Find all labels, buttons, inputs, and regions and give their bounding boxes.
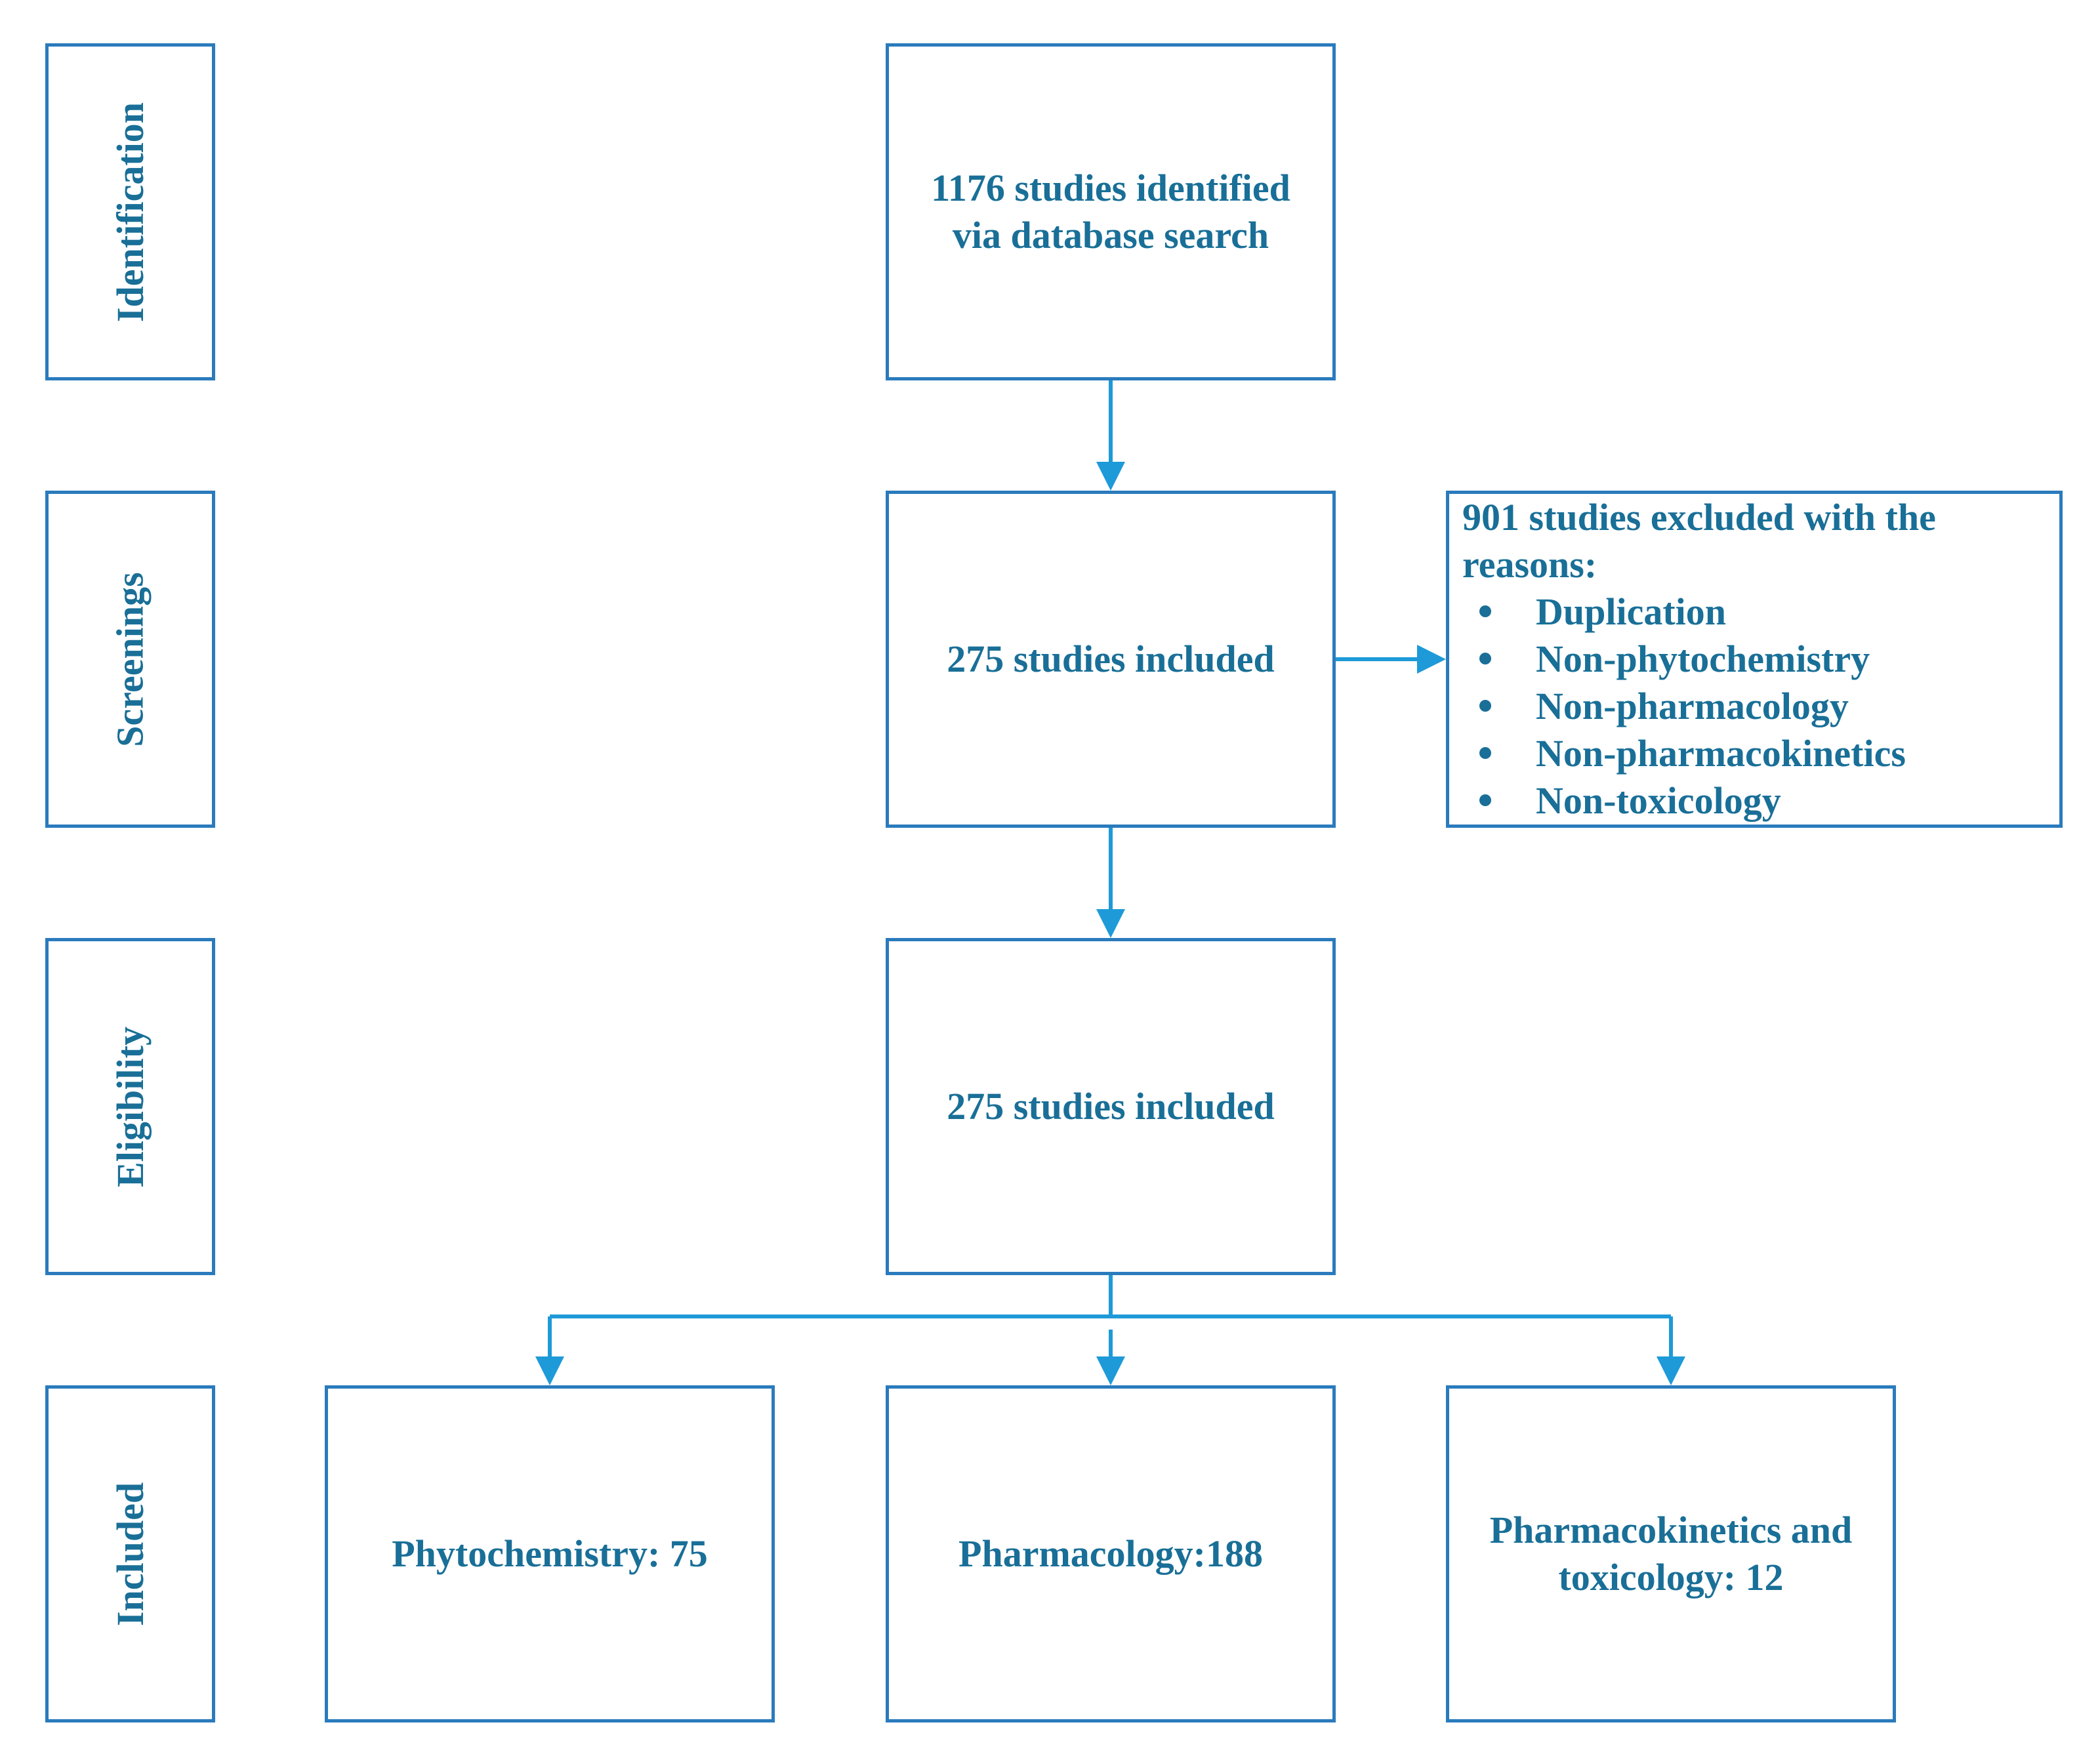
exclusion-reasons-list: Duplication Non-phytochemistry Non-pharm…	[1462, 588, 2046, 825]
screening-box: 275 studies included	[886, 491, 1336, 828]
exclusion-reason-text: Non-toxicology	[1536, 779, 1781, 822]
stage-identification-box: Identification	[45, 43, 215, 380]
phytochemistry-count: Phytochemistry: 75	[392, 1532, 708, 1575]
exclusion-title-line-2: reasons:	[1462, 543, 1597, 586]
bullet-icon	[1479, 653, 1491, 664]
arrowhead-down-icon	[1096, 462, 1125, 491]
exclusion-reason: Duplication	[1462, 588, 2046, 636]
identification-line-2: via database search	[952, 214, 1269, 256]
connector-lines	[548, 380, 1673, 1359]
pk-toxicology-box: Pharmacokinetics and toxicology: 12	[1446, 1385, 1896, 1722]
eligibility-box: 275 studies included	[886, 938, 1336, 1275]
exclusion-reason-text: Duplication	[1536, 590, 1727, 633]
exclusion-reason: Non-toxicology	[1462, 777, 2046, 825]
exclusion-reason: Non-pharmacology	[1462, 683, 2046, 730]
bullet-icon	[1479, 605, 1491, 617]
phytochemistry-box: Phytochemistry: 75	[325, 1385, 775, 1722]
pk-toxicology-line-1: Pharmacokinetics and	[1489, 1509, 1853, 1551]
pharmacology-box: Pharmacology:188	[886, 1385, 1336, 1722]
arrowhead-down-icon	[1657, 1356, 1685, 1385]
stage-eligibility-box: Eligibility	[45, 938, 215, 1275]
stage-screenings-box: Screenings	[45, 491, 215, 828]
exclusion-reason: Non-pharmacokinetics	[1462, 730, 2046, 777]
eligibility-count: 275 studies included	[947, 1085, 1275, 1128]
identification-line-1: 1176 studies identified	[931, 167, 1290, 209]
bullet-icon	[1479, 747, 1491, 759]
stage-included-box: Included	[45, 1385, 215, 1722]
exclusion-box: 901 studies excluded with the reasons: D…	[1446, 491, 2063, 828]
exclusion-reason-text: Non-pharmacokinetics	[1536, 732, 1906, 775]
arrowhead-down-icon	[1096, 909, 1125, 938]
screening-count: 275 studies included	[947, 638, 1275, 680]
bullet-icon	[1479, 700, 1491, 712]
arrowhead-down-icon	[535, 1356, 564, 1385]
arrowheads	[535, 462, 1685, 1385]
arrowhead-right-icon	[1417, 645, 1446, 674]
exclusion-reason-text: Non-phytochemistry	[1536, 638, 1870, 680]
pharmacology-count: Pharmacology:188	[958, 1532, 1263, 1575]
arrowhead-down-icon	[1096, 1356, 1125, 1385]
exclusion-title-line-1: 901 studies excluded with the	[1462, 496, 1936, 539]
exclusion-reason-text: Non-pharmacology	[1536, 685, 1849, 727]
bullet-icon	[1479, 794, 1491, 806]
exclusion-reason: Non-phytochemistry	[1462, 636, 2046, 683]
pk-toxicology-line-2: toxicology: 12	[1558, 1556, 1784, 1599]
identification-box: 1176 studies identified via database sea…	[886, 43, 1336, 380]
